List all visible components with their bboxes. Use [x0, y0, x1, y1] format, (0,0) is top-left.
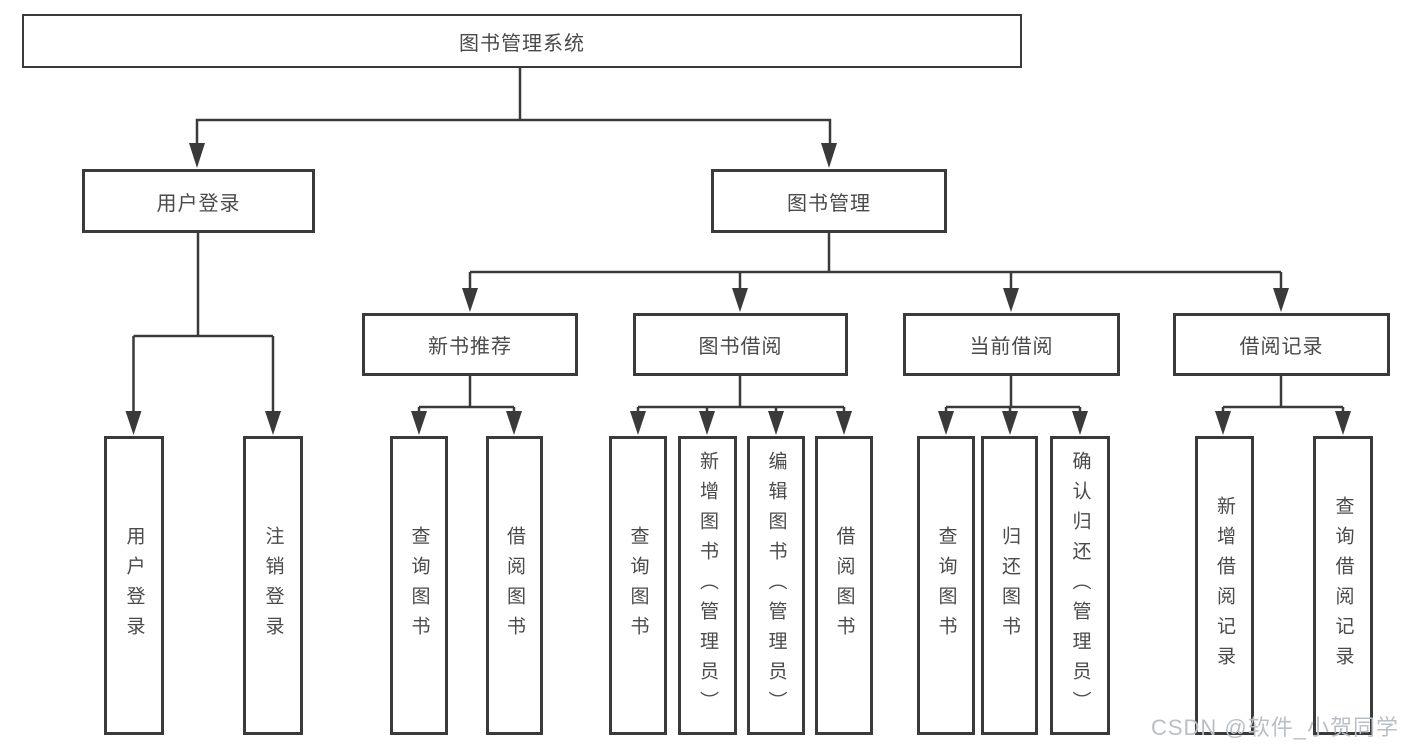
node-library-management-system: 图书管理系统 — [22, 14, 1022, 68]
leaf-records-query-record: 查询借阅记录 — [1313, 436, 1373, 735]
node-current-borrowing: 当前借阅 — [903, 313, 1120, 376]
node-borrowing-records: 借阅记录 — [1173, 313, 1390, 376]
node-label: 借阅图书 — [833, 525, 855, 646]
node-label: 注销登录 — [262, 525, 284, 646]
node-label: 确认归还（管理员） — [1069, 450, 1091, 721]
node-label: 查询借阅记录 — [1332, 495, 1354, 676]
leaf-logout: 注销登录 — [243, 436, 303, 735]
node-label: 查询图书 — [408, 525, 430, 646]
leaf-records-add-record: 新增借阅记录 — [1195, 436, 1254, 735]
node-book-management: 图书管理 — [711, 169, 947, 233]
node-label: 用户登录 — [123, 525, 145, 646]
node-label: 查询图书 — [935, 525, 957, 646]
leaf-current-query-books: 查询图书 — [917, 436, 975, 735]
node-label: 归还图书 — [999, 525, 1020, 646]
leaf-borrow-query-books: 查询图书 — [609, 436, 667, 735]
node-label: 图书管理 — [787, 192, 871, 215]
node-label: 编辑图书（管理员） — [765, 450, 787, 721]
leaf-current-confirm-return-admin: 确认归还（管理员） — [1050, 436, 1110, 735]
node-label: 新增借阅记录 — [1214, 495, 1235, 676]
leaf-borrow-add-books-admin: 新增图书（管理员） — [678, 436, 737, 735]
node-label: 用户登录 — [156, 192, 241, 215]
leaf-current-return-books: 归还图书 — [981, 436, 1038, 735]
leaf-user-login: 用户登录 — [104, 436, 164, 735]
node-label: 借阅记录 — [1239, 336, 1324, 358]
node-label: 新书推荐 — [428, 336, 512, 358]
node-user-login: 用户登录 — [82, 169, 315, 233]
node-book-borrowing: 图书借阅 — [633, 313, 848, 376]
node-label: 当前借阅 — [969, 336, 1054, 358]
node-label: 借阅图书 — [504, 525, 525, 646]
csdn-watermark: CSDN @软件_小贺同学 — [1150, 715, 1399, 740]
node-new-book-recommendation: 新书推荐 — [362, 313, 578, 376]
node-label: 图书管理系统 — [459, 32, 585, 55]
node-label: 查询图书 — [627, 525, 649, 646]
leaf-newrec-query-books: 查询图书 — [390, 436, 448, 735]
arrowhead-icons — [125, 143, 1351, 435]
leaf-newrec-borrow-books: 借阅图书 — [486, 436, 543, 735]
leaf-borrow-edit-books-admin: 编辑图书（管理员） — [747, 436, 805, 735]
leaf-borrow-borrow-books: 借阅图书 — [815, 436, 873, 735]
node-label: 新增图书（管理员） — [697, 450, 718, 721]
node-label: 图书借阅 — [698, 336, 783, 358]
